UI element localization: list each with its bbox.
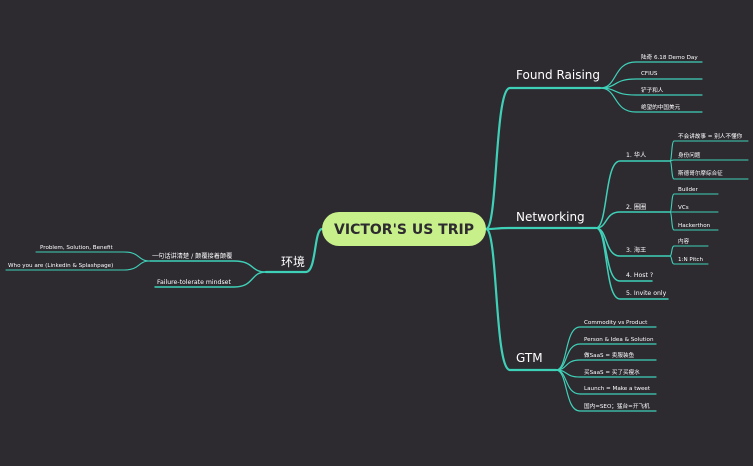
found-raising-items: 陆奇 6.18 Demo Day CFIUS 铲子和人 绝望的中国美元 (641, 53, 698, 111)
environment-group[interactable]: 一句话讲清楚 / 颠覆接着颠覆 (152, 252, 232, 260)
environment-item[interactable]: Who you are (Linkedin & Splashpage) (8, 263, 113, 269)
connector-line (669, 140, 749, 162)
networking-group[interactable]: 4. Host ? (626, 272, 653, 279)
connector-line (599, 78, 703, 89)
connector-line (669, 160, 749, 180)
connector-line (669, 211, 719, 231)
environment-item[interactable]: Problem, Solution, Benefit (40, 245, 114, 251)
found-raising-item[interactable]: 绝望的中国美元 (641, 103, 681, 111)
networking-item[interactable]: Hackerthon (678, 223, 711, 229)
found-raising-item[interactable]: CFIUS (641, 71, 658, 77)
branch-networking-label: Networking (516, 210, 585, 224)
connector-line (484, 86, 602, 231)
found-raising-item[interactable]: 陆奇 6.18 Demo Day (641, 53, 698, 61)
connector-line (35, 251, 151, 262)
networking-item[interactable]: Builder (678, 187, 698, 193)
root-node[interactable]: VICTOR'S US TRIP (322, 212, 486, 246)
networking-item[interactable]: 身份问题 (678, 151, 701, 159)
environment-groups: 一句话讲清楚 / 颠覆接着颠覆 Failure-tolerate mindset… (8, 245, 232, 286)
connector-line (669, 245, 709, 257)
networking-group[interactable]: 5. Invite only (626, 290, 667, 297)
connector-line (149, 260, 267, 273)
networking-item[interactable]: 不会讲故事 = 别人不懂你 (678, 132, 743, 140)
connector-line (555, 369, 657, 412)
connector-line (595, 211, 671, 229)
branch-gtm-label: GTM (516, 351, 543, 365)
gtm-item[interactable]: 买SaaS = 买了买瘦水 (584, 368, 640, 376)
connector-line (599, 87, 703, 113)
networking-group[interactable]: 3. 海王 (626, 246, 646, 254)
connector-line (669, 193, 719, 213)
branch-environment-label: 环境 (281, 254, 305, 269)
environment-group[interactable]: Failure-tolerate mindset (157, 279, 231, 286)
connector-lines (5, 61, 749, 412)
gtm-items: Commodity vs Product Person & Idea & Sol… (584, 320, 654, 410)
gtm-item[interactable]: Launch = Make a tweet (584, 386, 651, 392)
networking-item[interactable]: 1:N Pitch (678, 257, 703, 263)
root-title: VICTOR'S US TRIP (334, 222, 474, 238)
connector-line (669, 255, 709, 265)
branch-gtm[interactable]: GTM (516, 351, 543, 365)
gtm-item[interactable]: 国内=SEO；猛台=开飞机 (584, 402, 650, 410)
connector-line (595, 160, 671, 229)
connector-line (484, 226, 598, 231)
networking-item[interactable]: 斯德哥尔摩综合征 (678, 169, 723, 177)
branch-environment[interactable]: 环境 (281, 254, 305, 269)
branch-networking[interactable]: Networking (516, 210, 585, 224)
networking-item[interactable]: 内容 (678, 237, 690, 245)
gtm-item[interactable]: 做SaaS = 卖服装鱼 (584, 351, 635, 359)
networking-group[interactable]: 1. 华人 (626, 151, 646, 159)
branch-found-raising[interactable]: Found Raising (516, 68, 600, 82)
connector-line (669, 159, 749, 162)
connector-line (264, 227, 324, 274)
connector-line (484, 227, 558, 372)
networking-groups: 1. 华人 2. 圈圈 3. 海王 4. Host ? 5. Invite on… (626, 132, 743, 297)
networking-item[interactable]: VCs (678, 205, 689, 211)
branch-found-raising-label: Found Raising (516, 68, 600, 82)
root-node-bubble (322, 212, 486, 246)
connector-line (5, 260, 151, 271)
found-raising-item[interactable]: 铲子和人 (641, 86, 664, 94)
gtm-item[interactable]: Commodity vs Product (584, 320, 648, 326)
gtm-item[interactable]: Person & Idea & Solution (584, 337, 654, 343)
connector-line (555, 359, 657, 371)
connector-line (154, 271, 267, 288)
connector-line (595, 227, 669, 300)
networking-group[interactable]: 2. 圈圈 (626, 204, 646, 211)
